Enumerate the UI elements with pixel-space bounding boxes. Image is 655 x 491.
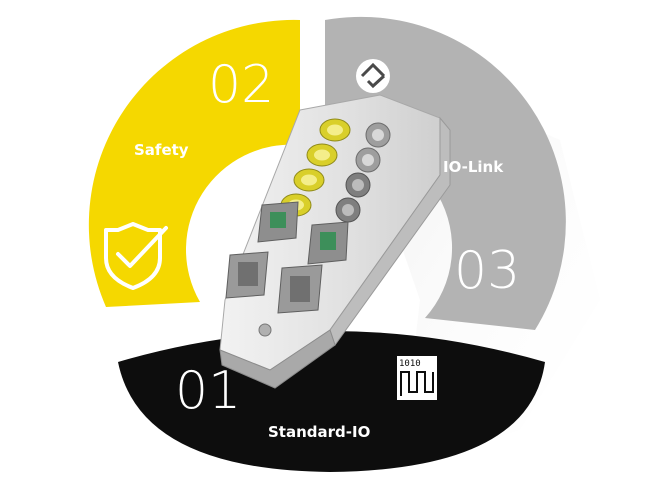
safety-segment — [88, 19, 301, 307]
connector-port — [307, 221, 349, 265]
yellow-port — [319, 118, 351, 142]
io-module-device-icon — [219, 94, 451, 389]
mounting-screw — [258, 323, 272, 337]
binary-1010-text: 1010 — [399, 359, 421, 369]
yellow-port — [293, 168, 325, 192]
shield-check-icon — [104, 222, 168, 290]
standard-io-number: 01 — [175, 361, 241, 421]
io-link-logo-icon — [356, 59, 390, 93]
io-link-number: 03 — [454, 241, 520, 301]
connector-port — [225, 251, 269, 299]
safety-label: Safety — [134, 141, 189, 159]
grey-port — [355, 147, 381, 173]
connector-port — [257, 201, 299, 243]
io-link-label: IO-Link — [443, 158, 504, 176]
standard-io-label: Standard-IO — [268, 423, 370, 441]
grey-port — [365, 122, 391, 148]
grey-port — [345, 172, 371, 198]
binary-1010-icon: 1010 — [397, 356, 437, 400]
yellow-port — [306, 143, 338, 167]
grey-port — [335, 197, 361, 223]
safety-number: 02 — [208, 55, 274, 115]
connector-port — [277, 264, 323, 314]
